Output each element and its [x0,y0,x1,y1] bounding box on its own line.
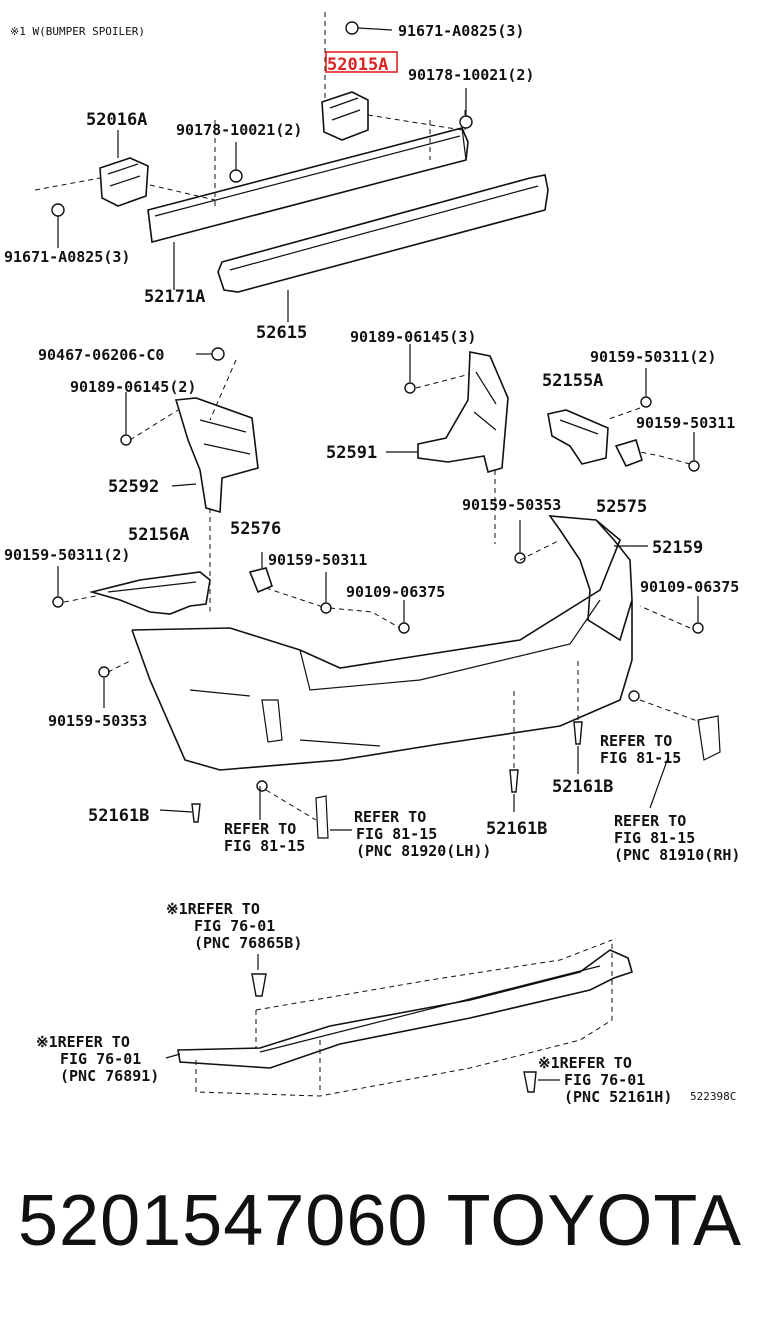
label-screw-right-4: 90109-06375 [640,578,739,596]
screw-icon [98,666,110,678]
label-bracket-left: 52592 [108,477,159,497]
label-spoiler-ref-left-1: ※1REFER TO [36,1033,130,1051]
label-refer-right-2: FIG 81-15 [614,829,695,847]
label-screw-center-4: 90109-06375 [346,583,445,601]
label-absorber: 52615 [256,323,307,343]
clip-icon [523,1071,537,1093]
label-mid-screw-left: 90189-06145(2) [70,378,196,396]
brand-name: TOYOTA [446,1181,742,1261]
label-left-bracket-2: 52156A [128,525,189,545]
label-spoiler-ref-left-2: FIG 76-01 [60,1050,141,1068]
screw-icon [688,460,700,472]
bumper-spoiler [165,939,633,1097]
label-bracket-right: 52155A [542,371,603,391]
parts-diagram: ※1 W(BUMPER SPOILER) 91671-A0825(3) 5 [4,12,740,1106]
label-spoiler-ref-right-1: ※1REFER TO [538,1054,632,1072]
label-refer-right-3: (PNC 81910(RH) [614,846,740,864]
label-retainer-left: 52016A [86,110,147,130]
bolt-icon [51,203,65,217]
label-top-clip-right: 90178-10021(2) [408,66,534,84]
diagram-code: 522398C [690,1090,736,1103]
screw-icon [120,434,132,446]
label-screw-right-2: 90159-50311 [636,414,735,432]
footer: 5201547060 TOYOTA [0,1180,760,1290]
label-top-clip-left: 90178-10021(2) [176,121,302,139]
label-spoiler-ref-left-3: (PNC 76891) [60,1067,159,1085]
label-cover: 52159 [652,538,703,558]
label-mid-screw-right: 90159-50311(2) [590,348,716,366]
label-spoiler-ref-right-2: FIG 76-01 [564,1071,645,1089]
screw-icon [628,690,640,702]
label-reinforcement: 52171A [144,287,205,307]
label-refer-left-2: FIG 81-15 [224,837,305,855]
pin-icon [509,769,519,793]
screw-icon [692,622,704,634]
label-refer-top-right-1: REFER TO [600,732,672,750]
screw-icon [404,382,416,394]
clip-icon [251,973,267,997]
clip-icon [459,115,473,129]
pin-icon [191,803,201,823]
screw-icon [398,622,410,634]
label-mid-clip-left: 90467-06206-C0 [38,346,164,364]
header-note: ※1 W(BUMPER SPOILER) [10,25,145,38]
part-number: 5201547060 [18,1181,429,1261]
label-pin-center: 52161B [486,819,547,839]
label-spoiler-ref-top-3: (PNC 76865B) [194,934,302,952]
label-bracket-small-right: 52575 [596,497,647,517]
label-screw-left-3: 90159-50311(2) [4,546,130,564]
screw-icon [514,552,526,564]
clip-icon [229,169,243,183]
label-clip-576: 52576 [230,519,281,539]
reinforcement-assembly [34,12,549,322]
label-spoiler-ref-right-3: (PNC 52161H) [564,1088,672,1106]
label-refer-right-1: REFER TO [614,812,686,830]
label-refer-left-1: REFER TO [224,820,296,838]
bolt-icon [345,21,359,35]
label-mid-screw-center: 90189-06145(3) [350,328,476,346]
screw-icon [640,396,652,408]
label-spoiler-ref-top-1: ※1REFER TO [166,900,260,918]
label-pin-right: 52161B [552,777,613,797]
label-screw-center-2: 90159-50353 [462,496,561,514]
screw-icon [52,596,64,608]
label-refer-center-1: REFER TO [354,808,426,826]
label-screw-left-4: 90159-50353 [48,712,147,730]
label-highlighted-part: 52015A [327,55,388,75]
bumper-cover [52,515,721,839]
label-bottom-bolt-left: 91671-A0825(3) [4,248,130,266]
bracket-assembly [120,344,700,660]
label-top-bolt: 91671-A0825(3) [398,22,524,40]
label-bracket-center: 52591 [326,443,377,463]
label-refer-top-right-2: FIG 81-15 [600,749,681,767]
clip-icon [211,347,225,361]
label-pin-left: 52161B [88,806,149,826]
pin-icon [573,721,583,745]
label-spoiler-ref-top-2: FIG 76-01 [194,917,275,935]
highlight-box [325,51,398,73]
label-refer-center-2: FIG 81-15 [356,825,437,843]
label-refer-center-3: (PNC 81920(LH)) [356,842,491,860]
label-screw-center-3: 90159-50311 [268,551,367,569]
screw-icon [256,780,268,792]
